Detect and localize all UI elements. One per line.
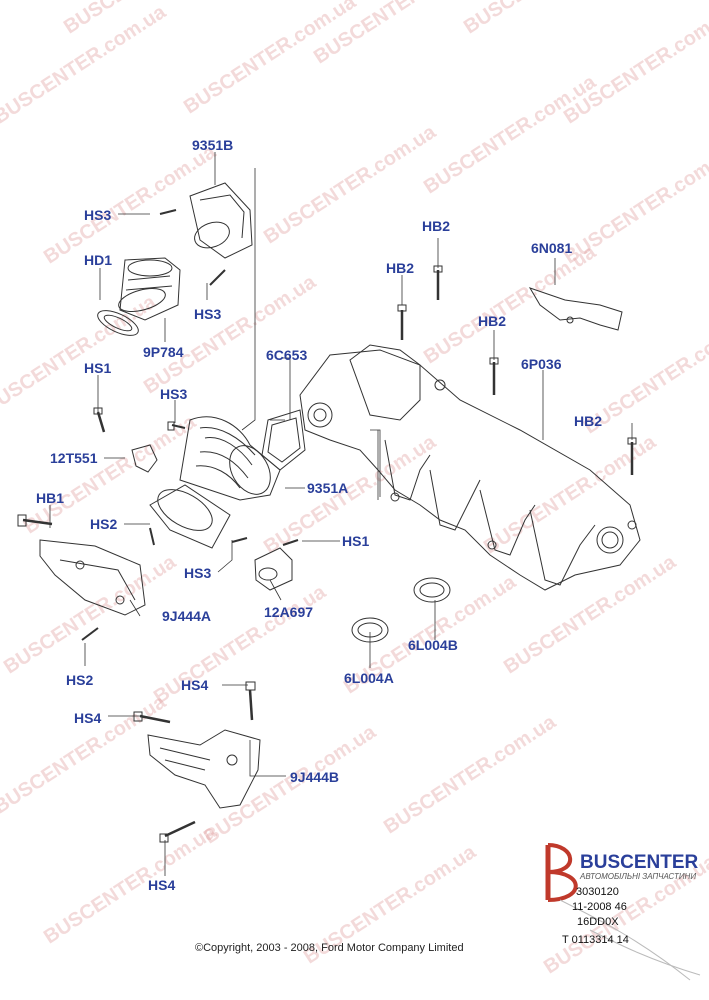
label-hs1: HS1 [84, 360, 112, 376]
label-hs3: HS3 [160, 386, 188, 402]
label-12a697: 12A697 [264, 604, 314, 620]
hose-9351b-drawing [159, 182, 253, 286]
label-9351b: 9351B [192, 137, 234, 153]
gasket-6l004b-drawing [413, 577, 451, 603]
bracket-6n081-drawing [528, 287, 623, 331]
label-hs4: HS4 [74, 710, 102, 726]
logo-mark [545, 843, 701, 981]
sensor-12a697-drawing [254, 547, 293, 591]
bracket-9j444a-drawing [39, 539, 146, 616]
label-12t551: 12T551 [50, 450, 98, 466]
clamp-hd1-drawing [97, 310, 139, 336]
ref-code: T 0113314 14 [562, 934, 629, 946]
label-hs3: HS3 [84, 207, 112, 223]
gasket-6c653-drawing [261, 409, 306, 471]
label-hs4: HS4 [181, 677, 209, 693]
label-6l004a: 6L004A [344, 670, 394, 686]
label-9351a: 9351A [307, 480, 349, 496]
ref-code: 3030120 [576, 886, 619, 898]
ref-code: 16DD0X [577, 916, 619, 928]
manifold-6p036-drawing [299, 344, 641, 591]
label-6n081: 6N081 [531, 240, 573, 256]
part-9p784-drawing [118, 257, 181, 321]
label-hs3: HS3 [184, 565, 212, 581]
label-9j444b: 9J444B [290, 769, 340, 785]
label-9p784: 9P784 [143, 344, 184, 360]
label-hs1: HS1 [342, 533, 370, 549]
logo-title: BUSCENTER [580, 852, 699, 873]
ref-code: 11-2008 46 [572, 901, 627, 913]
hose-9351a-drawing [149, 416, 281, 549]
label-hs2: HS2 [90, 516, 118, 532]
bracket-9j444b-drawing [133, 681, 261, 843]
label-6p036: 6P036 [521, 356, 562, 372]
gasket-6l004a-drawing [351, 617, 389, 643]
copyright-text: ©Copyright, 2003 - 2008, Ford Motor Comp… [195, 942, 464, 954]
label-hb2: HB2 [386, 260, 415, 276]
label-9j444a: 9J444A [162, 608, 212, 624]
label-6l004b: 6L004B [408, 637, 458, 653]
label-6c653: 6C653 [266, 347, 308, 363]
label-hb2: HB2 [478, 313, 507, 329]
bolts-left [17, 407, 299, 641]
label-hb2: HB2 [422, 218, 451, 234]
label-hd1: HD1 [84, 252, 113, 268]
label-hs2: HS2 [66, 672, 94, 688]
label-hb1: HB1 [36, 490, 65, 506]
bolts-hb2 [397, 265, 637, 475]
label-hs3: HS3 [194, 306, 222, 322]
label-hs4: HS4 [148, 877, 176, 893]
logo-subtitle: АВТОМОБІЛЬНІ ЗАПЧАСТИНИ [580, 872, 697, 881]
label-hb2: HB2 [574, 413, 603, 429]
leader-lines [49, 152, 633, 876]
